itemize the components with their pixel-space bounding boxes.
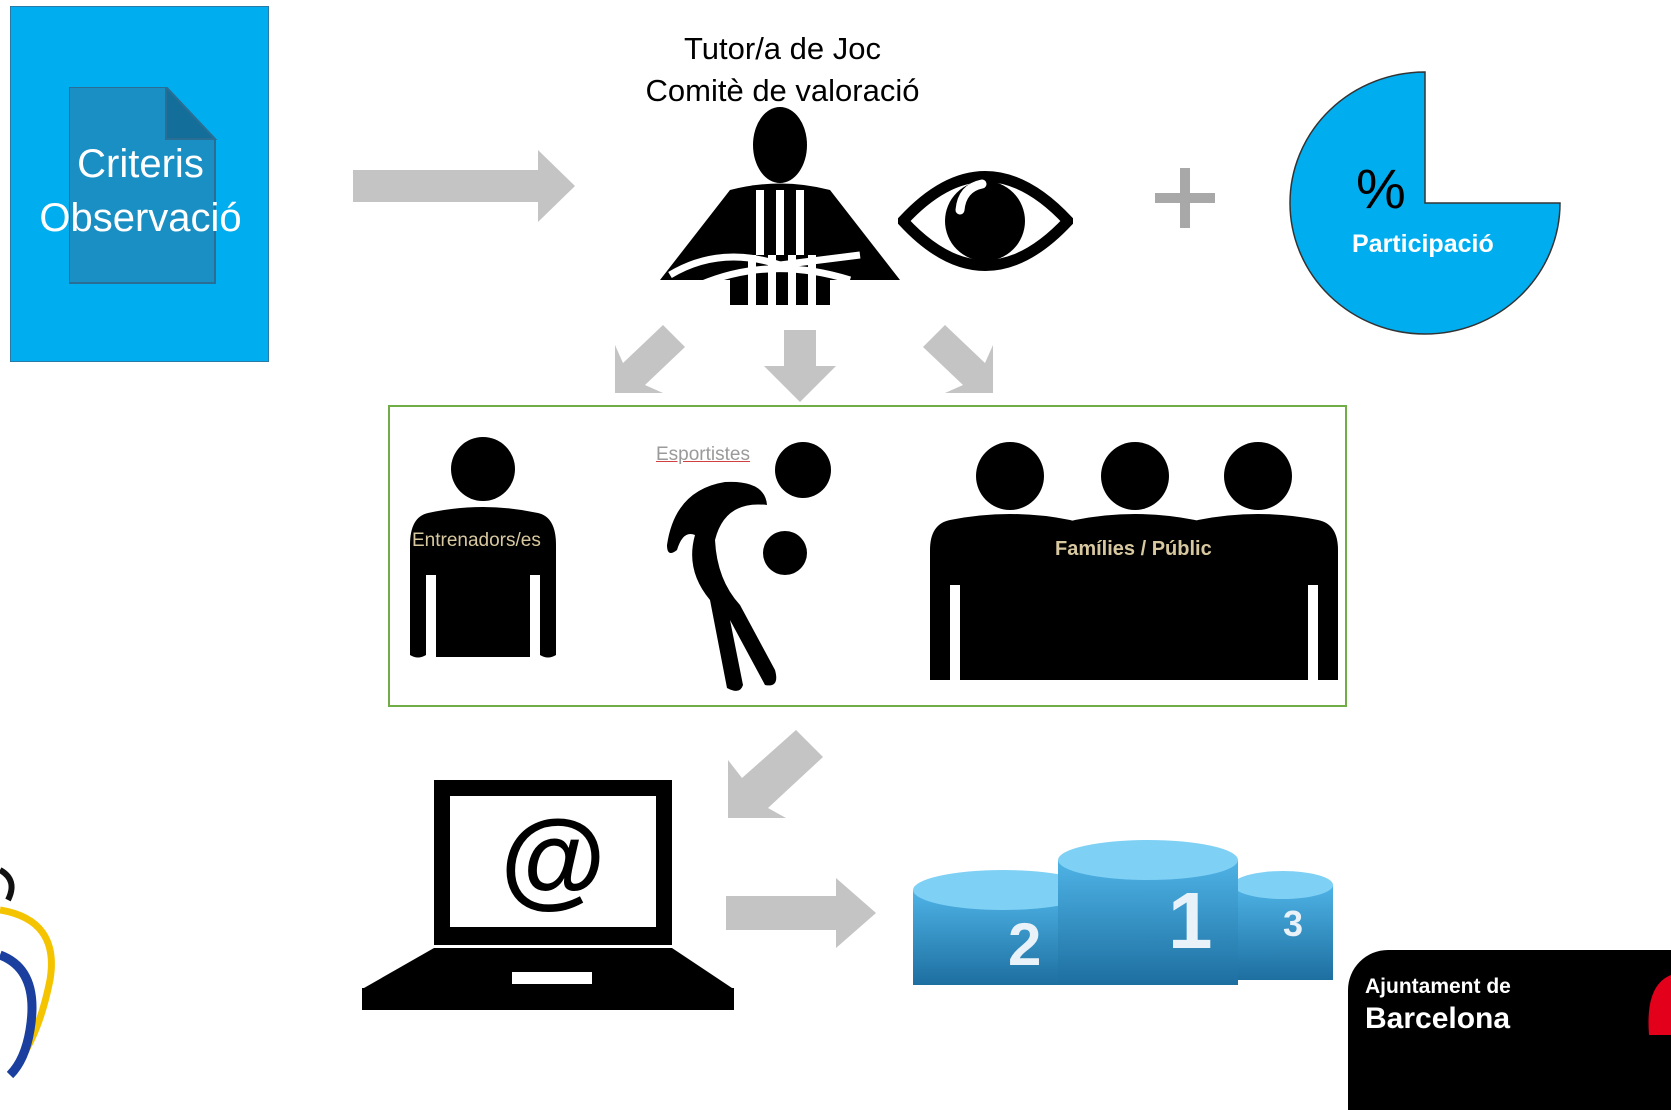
athletes-label: Esportistes xyxy=(656,444,750,465)
coaches-label: Entrenadors/es xyxy=(412,530,541,551)
tutor-line1: Tutor/a de Joc xyxy=(683,31,881,66)
sports-logo xyxy=(0,867,55,1079)
tutor-label: Tutor/a de Joc Comitè de valoració xyxy=(600,28,965,112)
logo-red-mark xyxy=(1648,975,1671,1035)
arrow-down-left-2 xyxy=(728,730,823,818)
laptop-icon xyxy=(362,780,734,1010)
participation-pie xyxy=(1289,71,1561,335)
families-label: Famílies / Públic xyxy=(1055,538,1212,560)
podium-icon xyxy=(913,840,1333,985)
criteris-line1: Criteris xyxy=(77,142,204,186)
arrow-right-2 xyxy=(726,878,876,948)
plus-icon xyxy=(1155,168,1215,228)
arrow-down xyxy=(764,330,836,402)
eye-icon xyxy=(898,171,1073,271)
stakeholders-group xyxy=(388,405,1347,707)
arrow-down-left xyxy=(615,325,685,393)
percent-symbol: % xyxy=(1356,157,1406,220)
arrow-right-1 xyxy=(353,150,575,222)
criteris-line2: Observació xyxy=(39,196,242,240)
at-symbol: @ xyxy=(500,797,606,918)
podium-third: 3 xyxy=(1283,903,1304,944)
podium-first: 1 xyxy=(1168,876,1213,965)
referee-icon xyxy=(660,107,900,305)
coach-icon xyxy=(410,437,556,658)
criteris-box: Criteris Observació xyxy=(10,6,269,362)
criteris-title: Criteris Observació xyxy=(11,137,270,245)
tutor-line2: Comitè de valoració xyxy=(645,73,920,108)
participation-label: Participació xyxy=(1352,230,1494,258)
document-icon xyxy=(69,87,218,284)
families-icon xyxy=(930,442,1338,680)
podium-second: 2 xyxy=(1008,911,1042,978)
arrow-down-right xyxy=(923,325,993,393)
logo-line2: Barcelona xyxy=(1365,1002,1511,1035)
logo-line1: Ajuntament de xyxy=(1365,975,1511,998)
athlete-icon xyxy=(667,442,831,691)
